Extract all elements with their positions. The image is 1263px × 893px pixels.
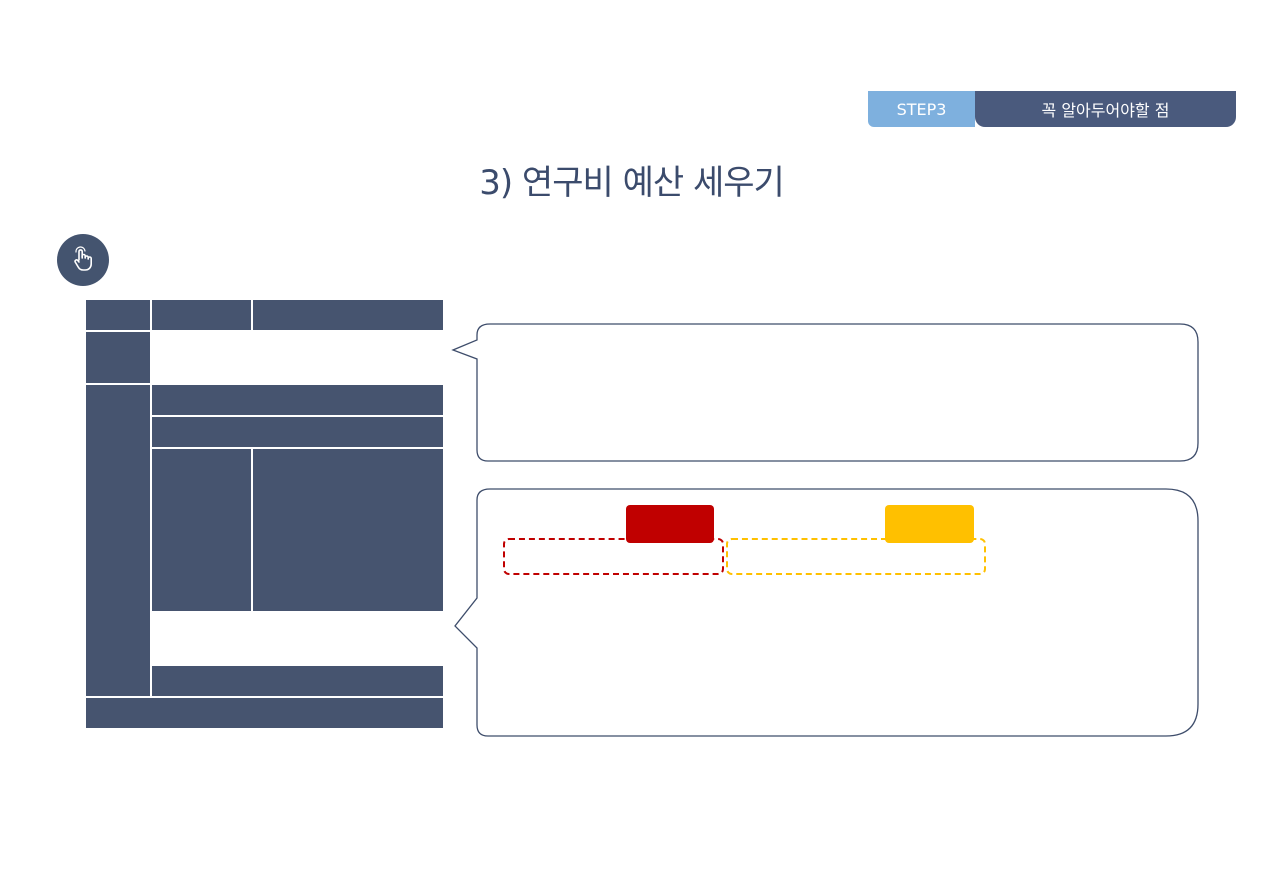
- table-header-cell: [86, 300, 150, 330]
- hand-pointer-icon: [57, 234, 109, 286]
- yellow-dashed-box: [726, 538, 986, 575]
- table-category-cell: [86, 332, 150, 383]
- table-category-cell: [86, 385, 150, 696]
- step-tab[interactable]: STEP3: [868, 91, 975, 127]
- table-row: [152, 417, 443, 447]
- red-dashed-box: [503, 538, 724, 575]
- table-cell: [253, 449, 443, 611]
- page-title: 3) 연구비 예산 세우기: [479, 163, 785, 203]
- table-header-cell: [253, 300, 443, 330]
- table-row: [152, 666, 443, 696]
- table-header-cell: [152, 300, 251, 330]
- callout-bubble-top: [451, 323, 1199, 462]
- table-subcategory-cell: [152, 449, 251, 611]
- red-badge: [626, 505, 714, 543]
- callout-bubble-bottom: [454, 488, 1199, 737]
- topic-tab[interactable]: 꼭 알아두어야할 점: [975, 91, 1236, 127]
- table-row: [152, 385, 443, 415]
- yellow-badge: [885, 505, 974, 543]
- table-total-row: [86, 698, 443, 728]
